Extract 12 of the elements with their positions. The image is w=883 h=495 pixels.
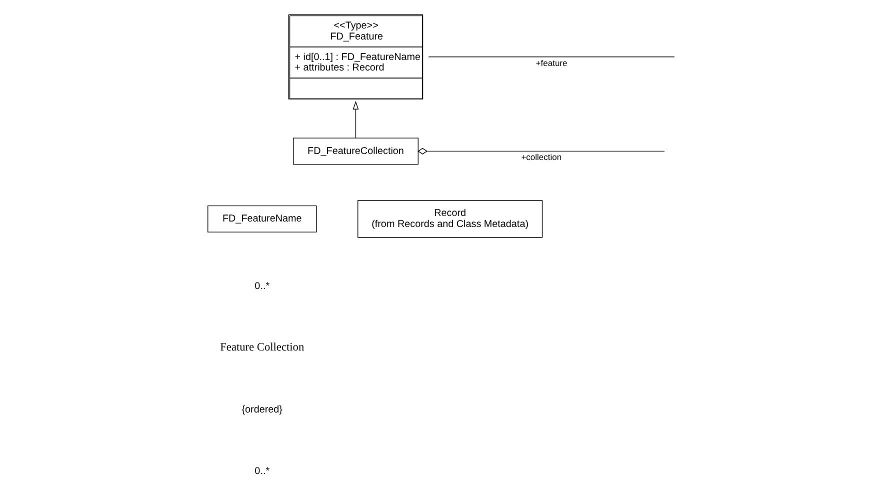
- node-box: FD_FeatureName: [208, 204, 317, 232]
- label: 0..*: [254, 280, 270, 292]
- node-box: Record (from Records and Class Metadata): [358, 200, 543, 238]
- edge-label: +feature: [536, 57, 568, 68]
- edge-label: +collection: [521, 152, 562, 162]
- node-box: FD_FeatureCollection: [292, 137, 418, 164]
- label: {ordered}: [242, 404, 283, 415]
- arrow: [352, 100, 359, 138]
- connector: [428, 56, 675, 57]
- label: Feature Collection: [220, 341, 304, 354]
- label: 0..*: [254, 466, 270, 477]
- connector: [426, 150, 665, 152]
